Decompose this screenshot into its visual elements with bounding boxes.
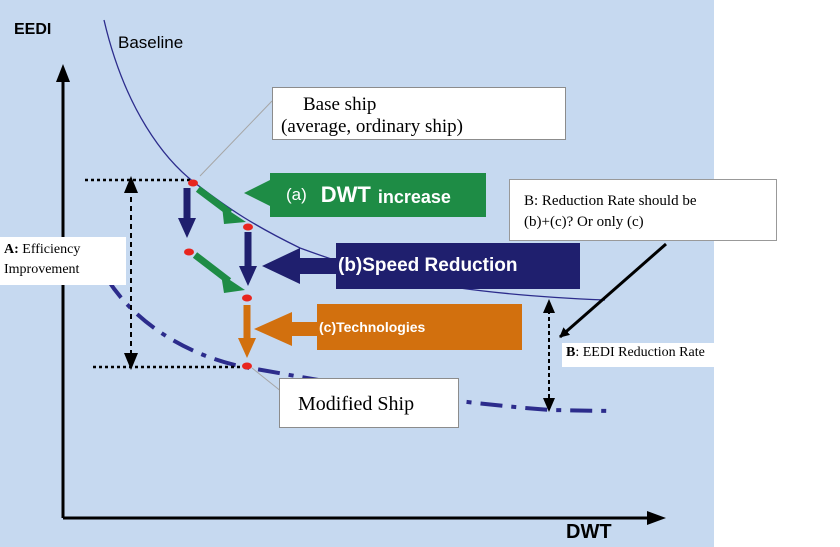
question-pointer-arrow	[559, 242, 667, 339]
question-line1: B: Reduction Rate should be	[524, 193, 697, 209]
dwt-increase-main: DWT	[320, 182, 371, 207]
eedi-reduction-key: B	[566, 345, 576, 360]
technologies-label: (c)Technologies	[319, 319, 426, 335]
modified-ship-callout: Modified Ship	[279, 378, 459, 428]
dwt-increase-banner: (a) DWT increase	[270, 173, 486, 217]
x-axis	[63, 511, 666, 525]
reduction-rate-question-callout: B: Reduction Rate should be (b)+(c)? Or …	[509, 179, 777, 241]
speed-reduction-label: (b)Speed Reduction	[338, 255, 518, 276]
dwt-increase-arrow-1	[195, 186, 246, 224]
ship-point-modified	[242, 362, 252, 370]
base-ship-line1: Base ship	[303, 94, 377, 115]
dwt-increase-arrow-2	[192, 252, 245, 293]
speed-reduction-pointer	[262, 248, 340, 284]
ship-point-after-ab	[242, 294, 252, 302]
efficiency-word: Efficiency	[22, 242, 81, 257]
base-ship-callout: Base ship (average, ordinary ship)	[272, 87, 566, 140]
efficiency-improvement-label: A: Efficiency Improvement	[0, 237, 126, 285]
speed-reduction-banner: (b)Speed Reduction	[336, 243, 580, 289]
baseline-label: Baseline	[118, 33, 184, 52]
efficiency-line2: Improvement	[4, 262, 80, 277]
dwt-increase-suffix: increase	[377, 186, 451, 207]
technologies-arrow	[238, 305, 256, 358]
modified-curve	[106, 278, 611, 413]
question-line2: (b)+(c)? Or only (c)	[524, 214, 644, 230]
speed-reduction-arrow-1	[178, 188, 196, 238]
speed-reduction-arrow-2	[239, 232, 257, 286]
base-ship-leader-line	[199, 100, 273, 177]
ship-point-base	[188, 179, 198, 187]
y-axis	[56, 64, 70, 518]
modified-ship-leader-line	[251, 367, 283, 393]
ship-points	[184, 179, 253, 370]
eedi-reduction-rate-label: B: EEDI Reduction Rate	[562, 343, 782, 367]
ship-point-after-b	[184, 248, 194, 256]
eedi-reduction-text: : EEDI Reduction Rate	[575, 345, 705, 360]
efficiency-key: A:	[4, 242, 19, 257]
modified-ship-label: Modified Ship	[298, 393, 415, 415]
y-axis-label: EEDI	[14, 21, 52, 38]
base-ship-line2: (average, ordinary ship)	[281, 116, 464, 137]
technologies-banner: (c)Technologies	[317, 304, 522, 350]
technologies-pointer	[254, 312, 320, 346]
eedi-reduction-rate-arrow	[543, 299, 555, 412]
efficiency-line1: A: Efficiency	[4, 240, 126, 260]
dwt-increase-prefix: (a)	[286, 185, 307, 204]
ship-point-after-a	[243, 223, 253, 231]
efficiency-improvement-arrow	[124, 176, 138, 370]
x-axis-label: DWT	[566, 521, 612, 543]
